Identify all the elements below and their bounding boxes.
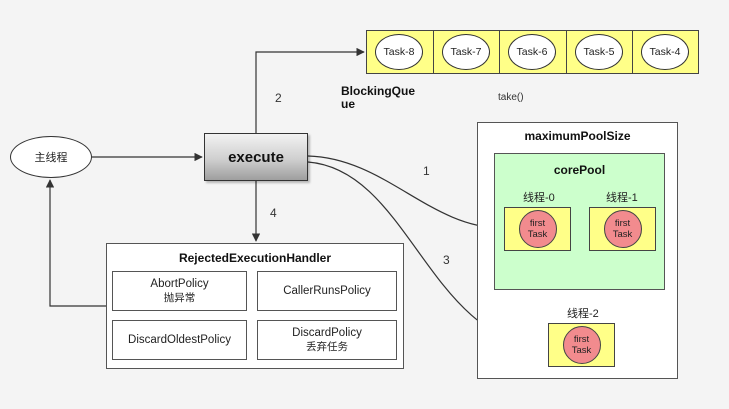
core-pool-title: corePool — [553, 163, 606, 177]
step-label-4: 4 — [270, 206, 277, 220]
main-thread-node: 主线程 — [10, 136, 92, 178]
queue-cell: Task-7 — [434, 31, 500, 73]
queue-task: Task-4 — [641, 34, 689, 70]
discard-oldest-policy-box: DiscardOldestPolicy — [112, 320, 247, 360]
first-task-circle: first Task — [562, 326, 601, 364]
thread-0-label: 线程-0 — [523, 192, 555, 204]
thread-1-box: first Task — [589, 207, 656, 251]
step-label-2: 2 — [275, 91, 282, 105]
rejected-handler-title: RejectedExecutionHandler — [178, 251, 332, 265]
arrow-rejected-to-main — [45, 179, 106, 307]
thread-2-label: 线程-2 — [567, 308, 599, 320]
queue-task: Task-6 — [508, 34, 556, 70]
abort-policy-box: AbortPolicy 抛异常 — [112, 271, 247, 311]
blocking-queue: Task-8 Task-7 Task-6 Task-5 Task-4 — [366, 30, 699, 74]
main-thread-label: 主线程 — [34, 152, 68, 164]
queue-cell: Task-8 — [367, 31, 434, 73]
thread-0-box: first Task — [504, 207, 571, 251]
caller-runs-policy-box: CallerRunsPolicy — [257, 271, 397, 311]
thread-2-box: first Task — [548, 323, 615, 367]
blocking-queue-label: BlockingQueue — [341, 84, 416, 111]
first-task-circle: first Task — [518, 210, 557, 248]
queue-cell: Task-5 — [567, 31, 633, 73]
arrow-execute-to-queue — [255, 47, 365, 133]
execute-node: execute — [204, 133, 308, 181]
queue-task: Task-8 — [375, 34, 423, 70]
thread-1-label: 线程-1 — [606, 192, 638, 204]
queue-cell: Task-6 — [500, 31, 567, 73]
execute-label: execute — [228, 148, 284, 166]
maximum-pool-title: maximumPoolSize — [524, 129, 631, 143]
step-label-3: 3 — [443, 253, 450, 267]
queue-task: Task-5 — [575, 34, 623, 70]
step-label-1: 1 — [423, 164, 430, 178]
arrow-execute-to-core-thread — [307, 155, 503, 233]
queue-task: Task-7 — [442, 34, 490, 70]
take-label: take() — [498, 92, 524, 103]
queue-cell: Task-4 — [633, 31, 700, 73]
first-task-circle: first Task — [603, 210, 642, 248]
discard-policy-box: DiscardPolicy 丢弃任务 — [257, 320, 397, 360]
